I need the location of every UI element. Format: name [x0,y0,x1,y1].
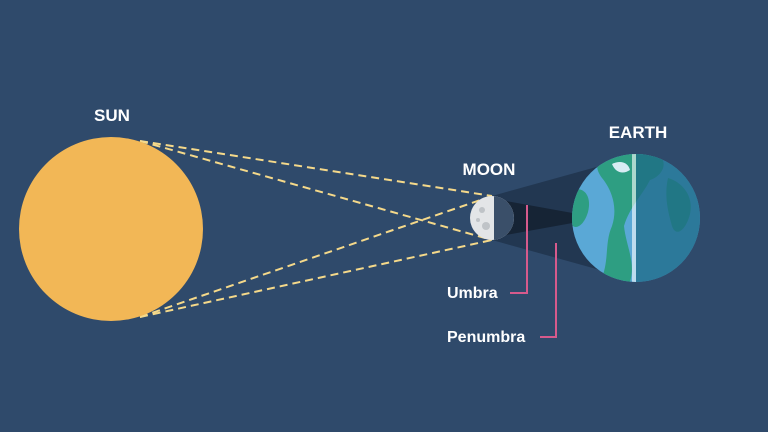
moon-label: MOON [463,160,516,179]
umbra-shadow [500,200,578,236]
ray-upper-outer [139,140,493,197]
sun [19,137,203,321]
sun-rays [139,140,493,318]
penumbra-pointer [540,243,557,338]
umbra-pointer [510,205,528,294]
ray-lower-cross [139,195,493,318]
penumbra-label: Penumbra [447,329,525,346]
umbra-label: Umbra [447,285,498,302]
moon [470,196,514,240]
ray-upper-cross [139,140,493,241]
earth-label: EARTH [609,123,668,142]
sun-label: SUN [94,106,130,125]
ray-lower-outer [139,239,493,318]
